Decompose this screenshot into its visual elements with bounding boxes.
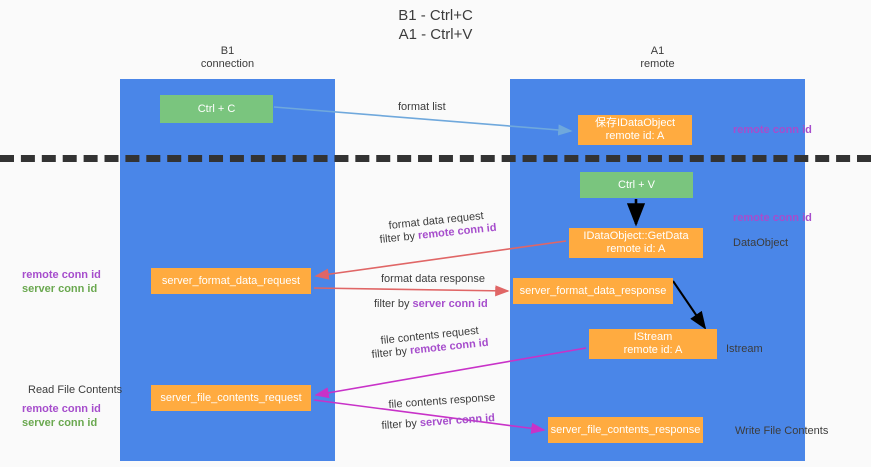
filter-prefix: filter by (381, 417, 421, 432)
side-label-left-conn-ids-top: remote conn id server conn id (22, 268, 101, 296)
side-label-left-server-conn-id-2: server conn id (22, 417, 98, 429)
arrow-format-data-response (313, 285, 510, 297)
box-idataobject-getdata-remote-id: remote id: A (606, 243, 666, 255)
box-istream-remote-id: remote id: A (623, 344, 683, 356)
box-server-format-data-response-label: server_format_data_response (519, 284, 667, 297)
box-ctrl-v[interactable]: Ctrl + V (580, 172, 693, 198)
side-label-left-remote-conn-id-2: remote conn id (22, 403, 101, 415)
box-ctrl-v-label: Ctrl + V (618, 178, 655, 191)
lane-heading-a1: A1 remote (640, 45, 675, 70)
box-ctrl-c[interactable]: Ctrl + C (160, 95, 273, 123)
flow-label-format-list: format list (398, 101, 446, 113)
box-save-idataobject[interactable]: 保存IDataObject remote id: A (578, 115, 692, 145)
lane-heading-b1: B1 connection (200, 45, 255, 70)
filter-value-server-conn-id: server conn id (412, 298, 488, 310)
filter-prefix: filter by (379, 229, 419, 246)
filter-prefix: filter by (371, 344, 411, 361)
box-server-format-data-request-label: server_format_data_request (161, 274, 301, 287)
side-label-istream: Istream (726, 343, 763, 355)
box-server-format-data-request[interactable]: server_format_data_request (151, 268, 311, 294)
side-label-remote-conn-id-mid: remote conn id (733, 212, 812, 224)
side-label-left-server-conn-id-1: server conn id (22, 283, 98, 295)
box-server-format-data-response[interactable]: server_format_data_response (513, 278, 673, 304)
filter-value-server-conn-id: server conn id (419, 412, 496, 430)
side-label-left-conn-ids-bottom: remote conn id server conn id (22, 402, 101, 430)
box-save-idataobject-remote-id: remote id: A (605, 130, 665, 142)
box-server-file-contents-request[interactable]: server_file_contents_request (151, 385, 311, 411)
side-label-remote-conn-id-top: remote conn id (733, 124, 812, 136)
box-idataobject-getdata[interactable]: IDataObject::GetData remote id: A (569, 228, 703, 258)
box-server-file-contents-response-label: server_file_contents_response (550, 423, 701, 436)
flow-label-file-contents-response: file contents response (388, 391, 496, 411)
box-server-file-contents-response[interactable]: server_file_contents_response (548, 417, 703, 443)
side-label-dataobject: DataObject (733, 237, 789, 249)
side-label-read-file-contents: Read File Contents (28, 384, 123, 396)
flow-label-format-data-response-filter: filter by server conn id (374, 297, 488, 312)
box-save-idataobject-label: 保存IDataObject (594, 117, 676, 129)
flow-label-format-data-response: format data response (381, 273, 485, 285)
side-label-left-remote-conn-id-1: remote conn id (22, 269, 101, 281)
box-istream[interactable]: IStream remote id: A (589, 329, 717, 359)
box-ctrl-c-label: Ctrl + C (197, 102, 236, 115)
flow-label-file-contents-response-filter: filter by server conn id (381, 411, 495, 434)
filter-prefix: filter by (374, 298, 413, 310)
box-idataobject-getdata-label: IDataObject::GetData (583, 230, 689, 242)
box-server-file-contents-request-label: server_file_contents_request (160, 391, 302, 404)
box-istream-label: IStream (633, 331, 673, 343)
side-label-write-file-contents: Write File Contents (735, 425, 829, 437)
page-title: B1 - Ctrl+C A1 - Ctrl+V (398, 7, 473, 43)
phase-divider (0, 155, 871, 162)
